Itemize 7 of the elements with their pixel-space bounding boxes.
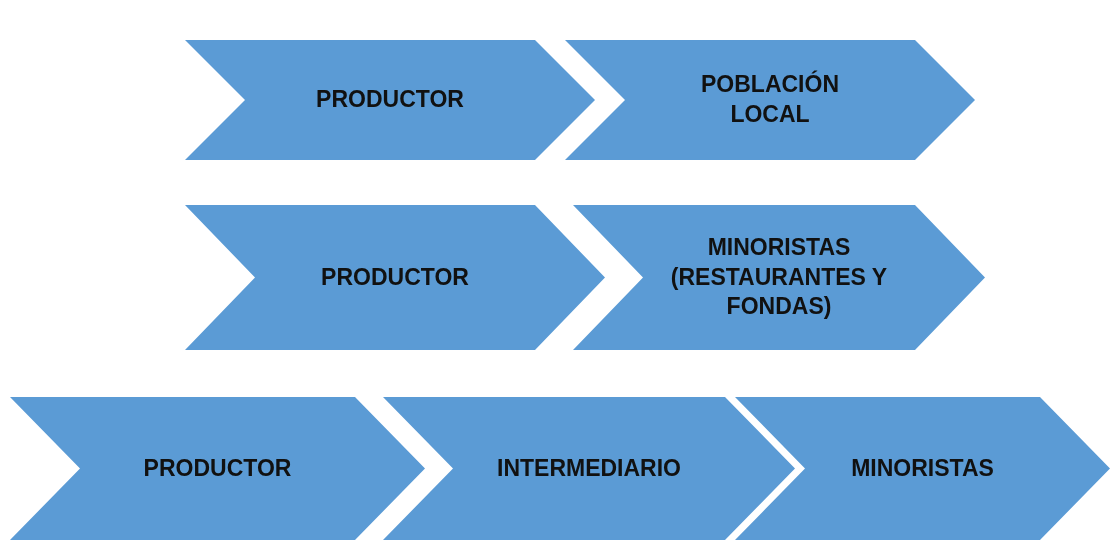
chevron-label: MINORISTAS (851, 453, 994, 483)
chevron-label: PRODUCTOR (321, 262, 469, 292)
chevron-label: PRODUCTOR (143, 453, 292, 483)
chevron-label: POBLACIÓN LOCAL (700, 70, 840, 129)
chevron-label: MINORISTAS (RESTAURANTES Y FONDAS) (669, 232, 889, 322)
chevron-label: INTERMEDIARIO (497, 453, 681, 483)
chevron-label: PRODUCTOR (316, 85, 464, 115)
